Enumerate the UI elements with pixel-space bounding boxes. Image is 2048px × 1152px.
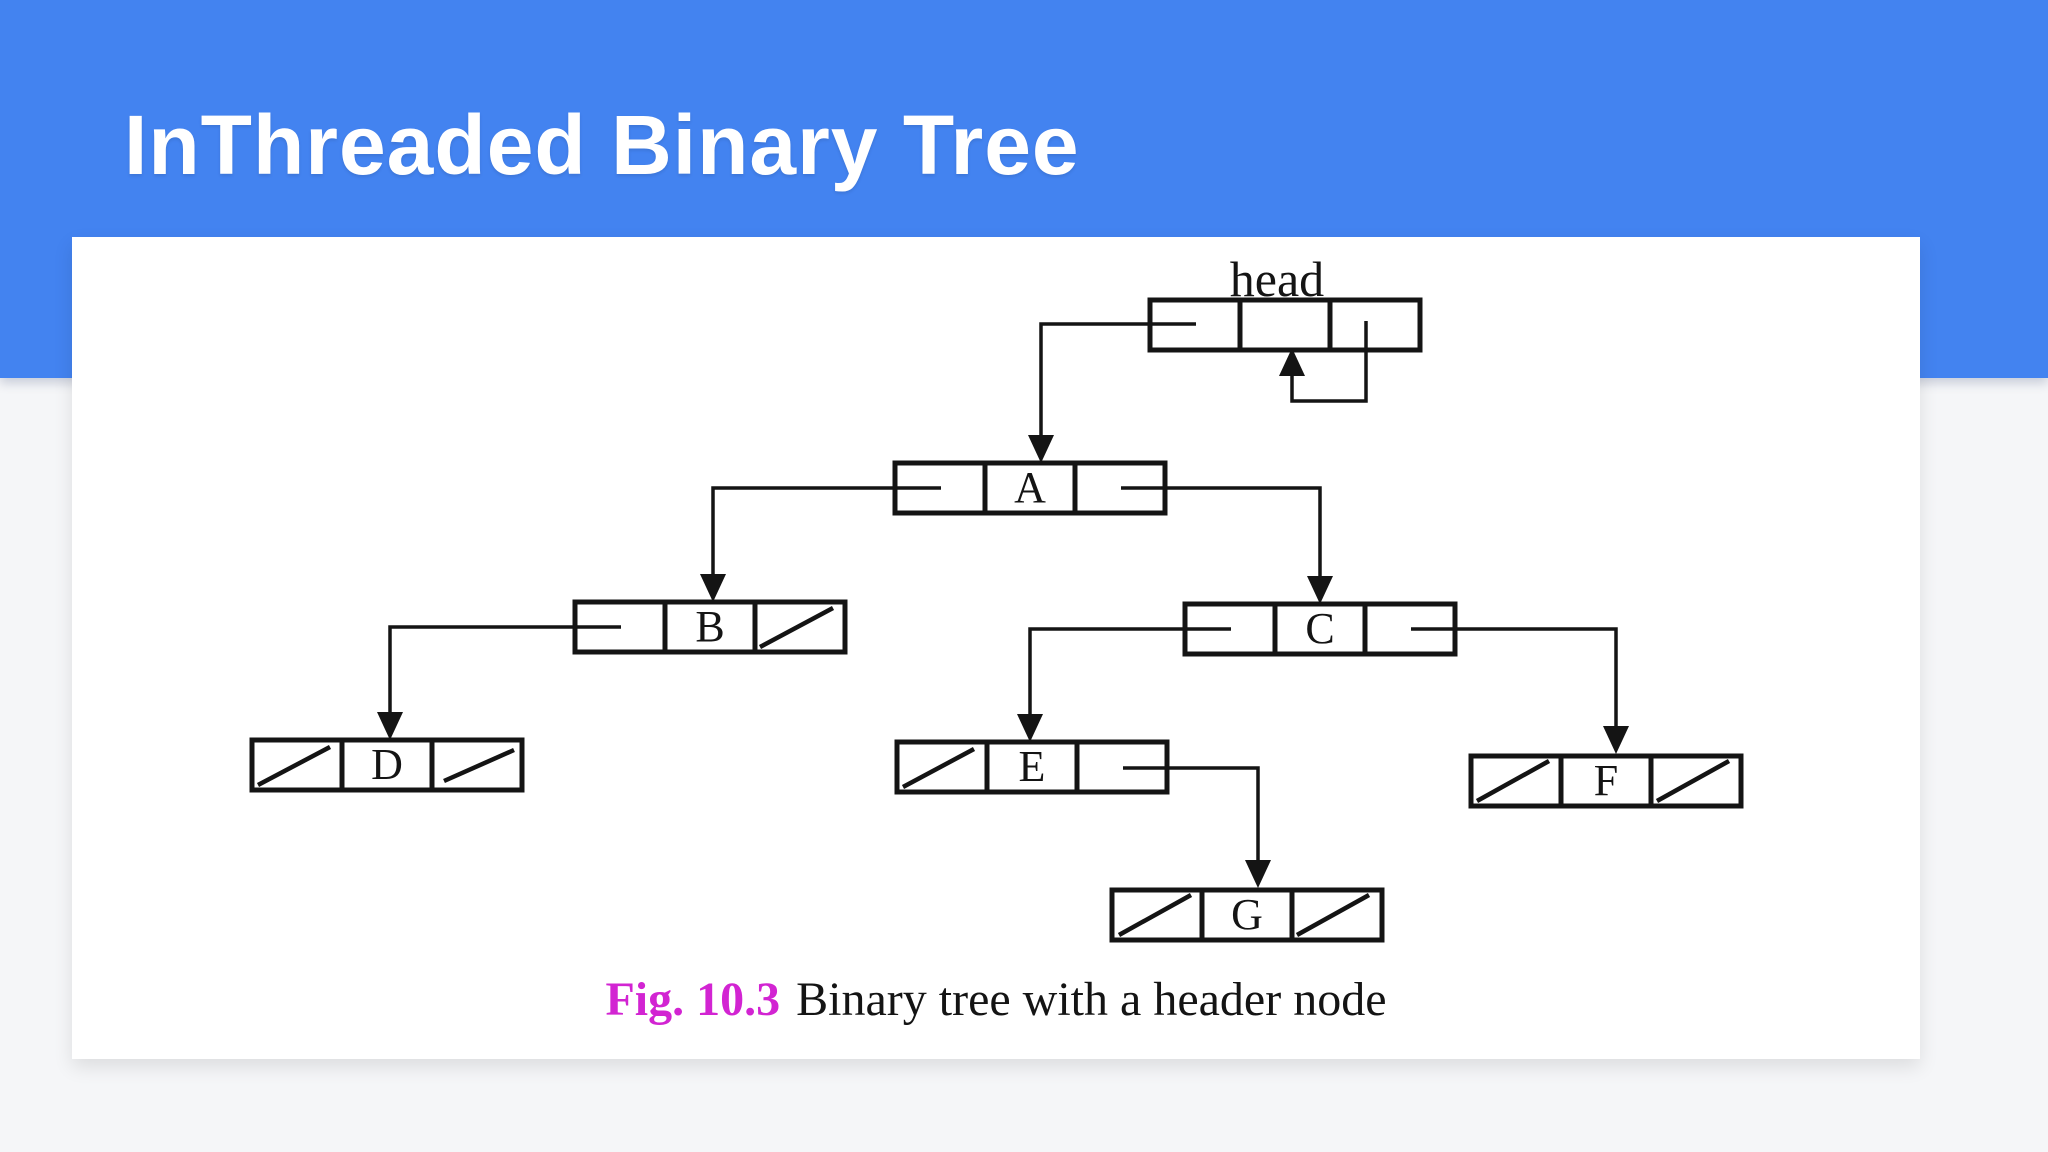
figure-label: Fig. 10.3 xyxy=(605,973,781,1026)
figure-caption: Fig. 10.3 Binary tree with a header node xyxy=(72,972,1920,1028)
content-panel xyxy=(72,237,1920,1059)
figure-text: Binary tree with a header node xyxy=(796,973,1387,1026)
slide-title: InThreaded Binary Tree xyxy=(124,98,1080,192)
